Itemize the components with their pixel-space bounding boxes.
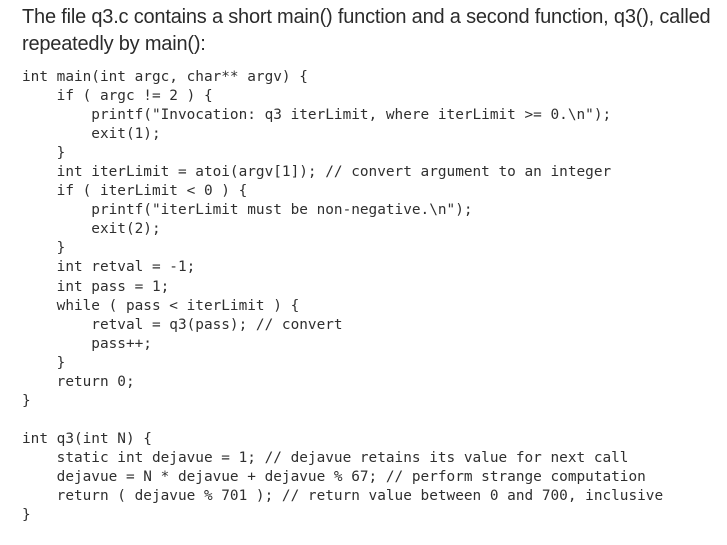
code-line: printf("iterLimit must be non-negative.\… xyxy=(22,202,473,219)
code-line: } xyxy=(22,145,66,162)
code-line: static int dejavue = 1; // dejavue retai… xyxy=(22,449,629,466)
intro-text: The file q3.c contains a short main() fu… xyxy=(22,4,722,58)
code-line: exit(1); xyxy=(22,126,161,143)
code-line: if ( iterLimit < 0 ) { xyxy=(22,183,248,200)
code-line: int iterLimit = atoi(argv[1]); // conver… xyxy=(22,164,612,181)
code-line: } xyxy=(22,507,31,524)
code-line: return 0; xyxy=(22,373,135,390)
code-line: if ( argc != 2 ) { xyxy=(22,88,213,105)
code-line: int main(int argc, char** argv) { xyxy=(22,69,308,85)
intro-line-1: The file q3.c contains a short main() fu… xyxy=(22,6,711,28)
code-line xyxy=(22,411,722,430)
code-line: return ( dejavue % 701 ); // return valu… xyxy=(22,488,664,505)
code-line: int retval = -1; xyxy=(22,259,196,276)
code-line: int q3(int N) { xyxy=(22,430,152,447)
code-line: } xyxy=(22,392,31,409)
code-line: dejavue = N * dejavue + dejavue % 67; //… xyxy=(22,468,646,485)
code-block: int main(int argc, char** argv) { if ( a… xyxy=(22,68,722,525)
code-line: while ( pass < iterLimit ) { xyxy=(22,297,300,314)
code-line: } xyxy=(22,240,66,257)
code-line: } xyxy=(22,354,66,371)
code-line: retval = q3(pass); // convert xyxy=(22,316,343,333)
code-line: printf("Invocation: q3 iterLimit, where … xyxy=(22,107,612,124)
code-line: int pass = 1; xyxy=(22,278,170,295)
intro-line-2: repeatedly by main(): xyxy=(22,33,206,55)
code-line: exit(2); xyxy=(22,221,161,238)
code-line: pass++; xyxy=(22,335,152,352)
